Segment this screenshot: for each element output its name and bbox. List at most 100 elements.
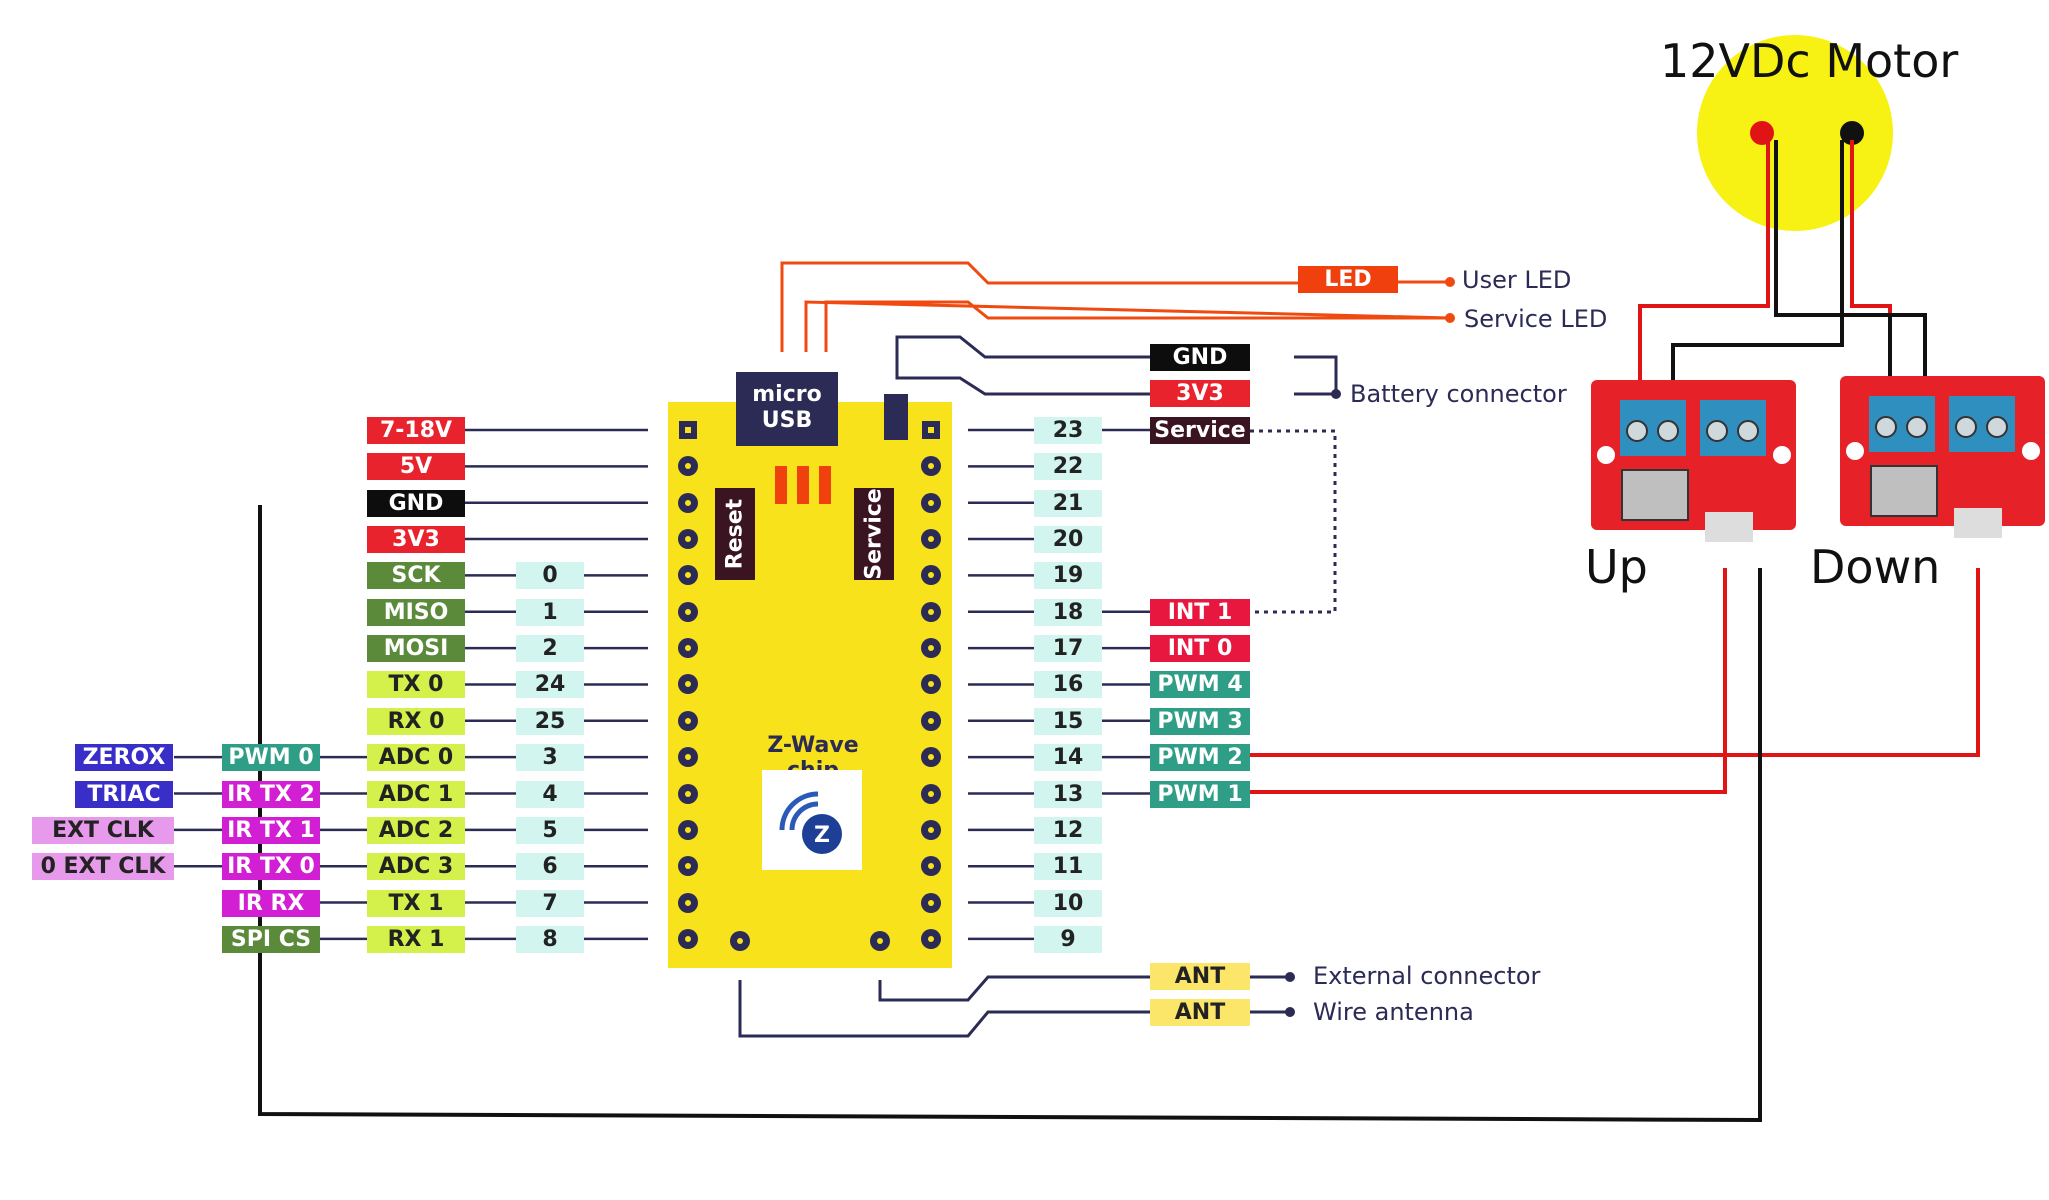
service-jumper — [884, 394, 908, 440]
external-connector-text: External connector — [1313, 962, 1541, 990]
right-pin-function: INT 1 — [1150, 598, 1250, 626]
left-pin-function: ADC 2 — [367, 816, 465, 844]
left-pin — [678, 565, 698, 586]
battery-connector-text: Battery connector — [1350, 380, 1567, 408]
left-pin-function: RX 1 — [367, 925, 465, 953]
right-pin-function: PWM 4 — [1150, 671, 1250, 699]
left-pin-number: 24 — [516, 671, 584, 699]
right-pin-number: 10 — [1034, 889, 1102, 917]
right-pin — [921, 456, 941, 477]
power-3v3: 3V3 — [367, 526, 465, 553]
svg-text:Z: Z — [814, 823, 830, 848]
left-pin-alt: SPI CS — [222, 925, 320, 953]
right-pin-number: 23 — [1034, 417, 1102, 444]
left-pin-power-3 — [678, 529, 698, 550]
left-pin-power-1 — [678, 456, 698, 477]
left-pin — [678, 819, 698, 840]
z-wave-logo: Z — [762, 770, 862, 870]
service-button: Service — [854, 488, 894, 580]
right-pin — [921, 529, 941, 550]
left-pin — [678, 601, 698, 622]
left-pin-number: 1 — [516, 598, 584, 626]
right-pin-number: 9 — [1034, 925, 1102, 953]
right-pin-function: Service — [1150, 417, 1250, 444]
module-up — [1591, 380, 1796, 530]
right-pin-number: 16 — [1034, 671, 1102, 699]
ant-wire: ANT — [1150, 999, 1250, 1026]
wire-antenna-text: Wire antenna — [1313, 998, 1474, 1026]
motor-title: 12VDc Motor — [1660, 34, 1959, 88]
battery-3v3: 3V3 — [1150, 380, 1250, 407]
right-pin — [921, 601, 941, 622]
right-pin — [921, 856, 941, 877]
power-5v: 5V — [367, 453, 465, 480]
right-pin-number: 21 — [1034, 489, 1102, 517]
row-lines — [174, 428, 1150, 941]
right-pin-function: PWM 2 — [1150, 744, 1250, 772]
usb-label-1: micro — [752, 382, 822, 407]
right-pin — [922, 421, 940, 439]
right-pin — [921, 783, 941, 804]
left-pin-alt: PWM 0 — [222, 744, 320, 772]
left-pin — [678, 783, 698, 804]
right-pin-number: 12 — [1034, 816, 1102, 844]
right-pin-function: PWM 1 — [1150, 780, 1250, 808]
left-pin-number: 25 — [516, 707, 584, 735]
right-pin — [921, 565, 941, 586]
left-pin — [678, 638, 698, 659]
left-pin-ext: 0 EXT CLK — [32, 853, 174, 881]
left-pin — [678, 928, 698, 949]
right-pin-number: 11 — [1034, 853, 1102, 881]
left-pin-function: MISO — [367, 598, 465, 626]
right-pin-number: 19 — [1034, 562, 1102, 590]
left-pin — [678, 856, 698, 877]
left-pin-number: 4 — [516, 780, 584, 808]
antenna-wires — [738, 975, 1290, 1038]
power-gnd: GND — [367, 490, 465, 517]
right-pin-function: PWM 3 — [1150, 707, 1250, 735]
left-pin-function: SCK — [367, 562, 465, 590]
right-pin-number: 18 — [1034, 598, 1102, 626]
left-pin-alt: IR RX — [222, 889, 320, 917]
reset-button: Reset — [715, 488, 755, 580]
left-pin-ext: ZEROX — [75, 744, 173, 772]
right-pin — [921, 710, 941, 731]
right-pin-number: 20 — [1034, 526, 1102, 554]
right-pin-number: 17 — [1034, 635, 1102, 663]
pin-extra-left — [730, 931, 750, 951]
left-pin-power-2 — [678, 492, 698, 513]
battery-wires — [895, 335, 1338, 396]
left-pin-number: 2 — [516, 635, 584, 663]
left-pin — [678, 892, 698, 913]
status-leds — [775, 466, 835, 504]
right-pin — [921, 892, 941, 913]
battery-gnd: GND — [1150, 344, 1250, 371]
right-pin-number: 14 — [1034, 744, 1102, 772]
right-pin — [921, 819, 941, 840]
left-pin — [678, 747, 698, 768]
left-pin-number: 6 — [516, 853, 584, 881]
left-pin-alt: IR TX 0 — [222, 853, 320, 881]
left-pin-function: ADC 1 — [367, 780, 465, 808]
ant-external: ANT — [1150, 963, 1250, 990]
left-pin-function: TX 1 — [367, 889, 465, 917]
left-pin-ext: TRIAC — [75, 780, 173, 808]
micro-usb-port: micro USB — [736, 372, 838, 446]
left-pin-alt: IR TX 2 — [222, 780, 320, 808]
motor-terminal-negative — [1840, 121, 1864, 145]
left-pin-number: 7 — [516, 889, 584, 917]
led-label: LED — [1298, 266, 1398, 293]
right-pin-number: 22 — [1034, 453, 1102, 481]
motor-wires — [1638, 140, 1927, 408]
left-pin-function: MOSI — [367, 635, 465, 663]
usb-label-2: USB — [761, 408, 813, 433]
left-pin-power-0 — [679, 421, 697, 439]
left-pin-number: 5 — [516, 816, 584, 844]
left-pin-number: 0 — [516, 562, 584, 590]
left-pin — [678, 674, 698, 695]
power-7-18v: 7-18V — [367, 417, 465, 444]
control-wires — [258, 505, 1980, 1123]
led-wires — [780, 261, 1451, 352]
right-pin — [921, 638, 941, 659]
